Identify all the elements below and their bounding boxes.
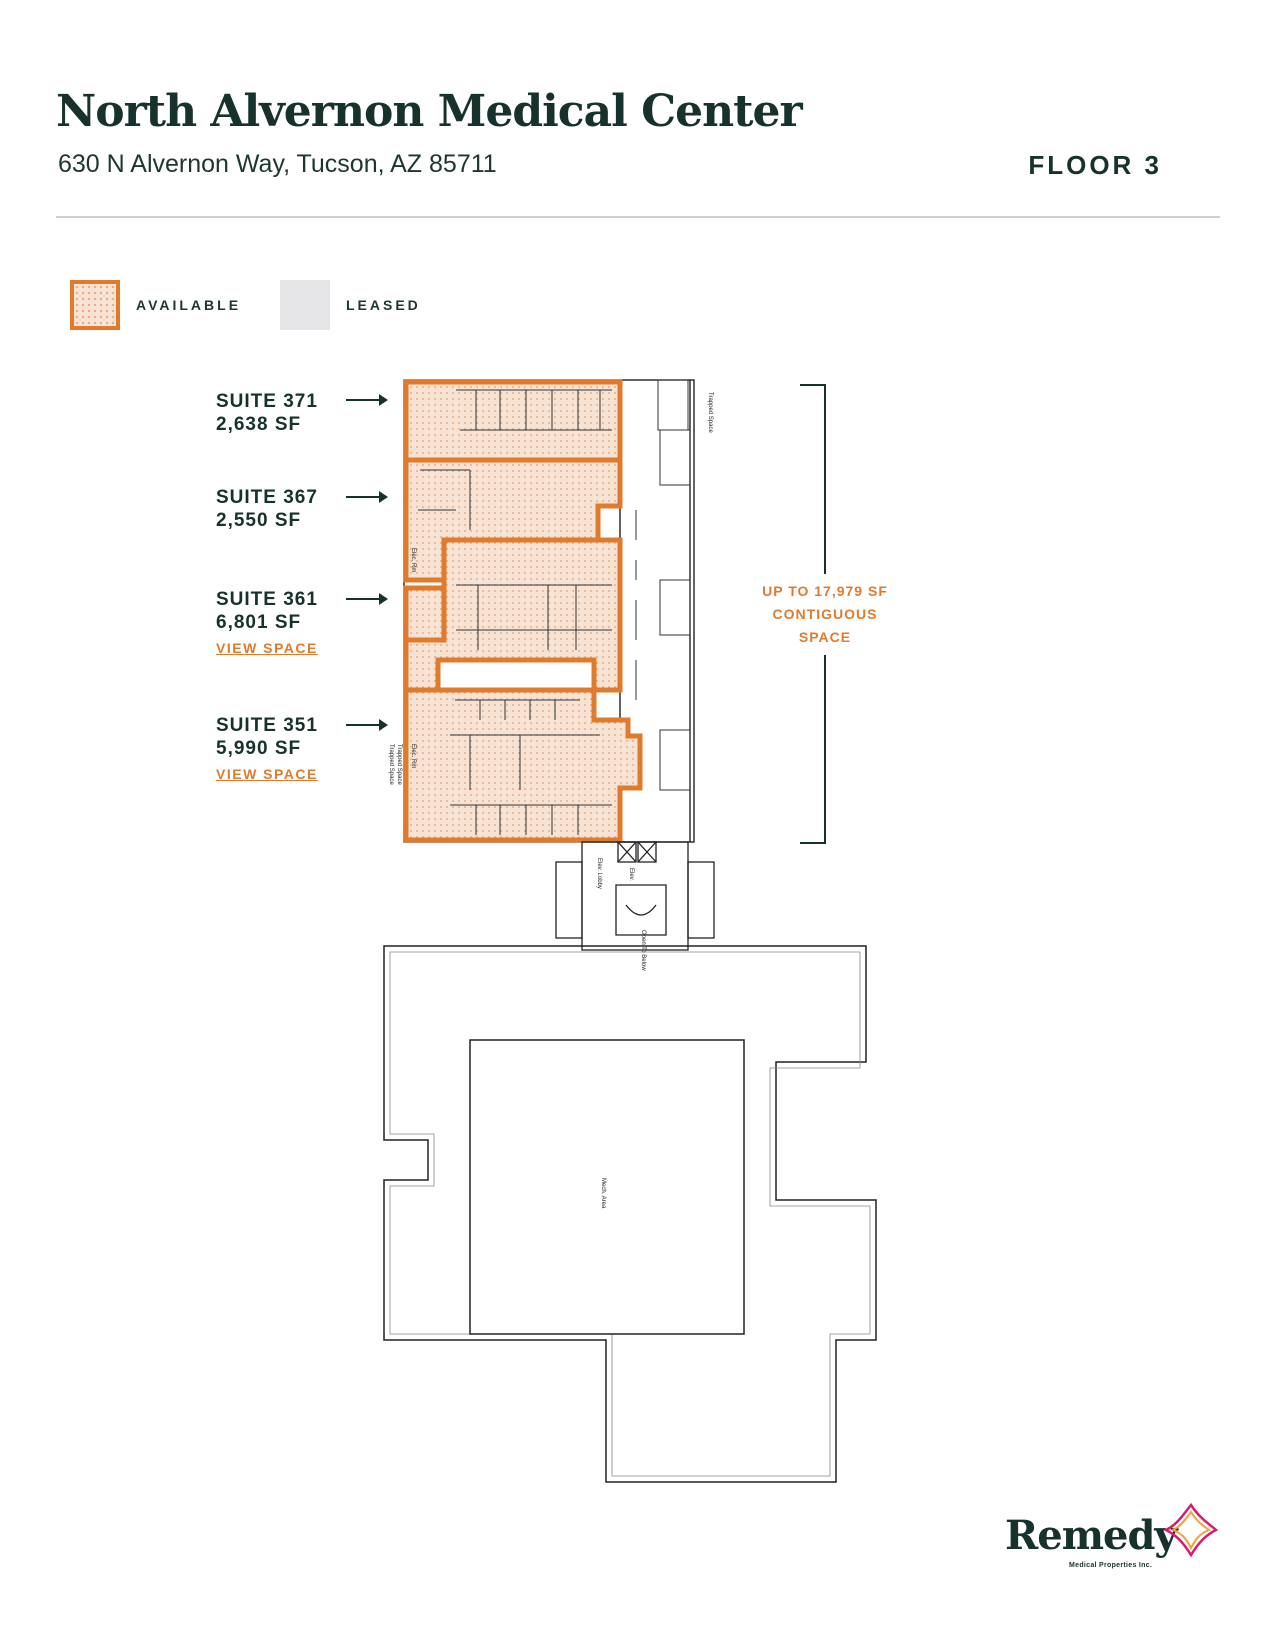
legend-available-label: AVAILABLE bbox=[136, 297, 242, 313]
open-to-below-label: Open To Below bbox=[640, 930, 646, 971]
logo-subtitle: Medical Properties Inc. bbox=[1069, 1562, 1153, 1569]
legend-available-swatch bbox=[70, 280, 120, 330]
elev-lobby-label: Elev. Lobby bbox=[596, 858, 602, 889]
legend-leased-swatch bbox=[280, 280, 330, 330]
remedy-logo: Remedy Medical Properties Inc. bbox=[1005, 1502, 1225, 1582]
suite-367-label: SUITE 367 2,550 SF bbox=[216, 486, 318, 532]
building-outline-lower bbox=[383, 945, 877, 1483]
elev-label: Elev. bbox=[628, 868, 634, 881]
suite-351-label: SUITE 351 5,990 SF VIEW SPACE bbox=[216, 714, 318, 784]
suite-sf: 2,550 SF bbox=[216, 510, 302, 531]
elevator-lobby bbox=[555, 841, 715, 951]
suite-name: SUITE 351 bbox=[216, 715, 318, 736]
elec-room-lower-label: Elec. Rm bbox=[410, 744, 416, 768]
suite-371-arrow bbox=[346, 394, 388, 406]
suite-371-label: SUITE 371 2,638 SF bbox=[216, 390, 318, 436]
suite-name: SUITE 371 bbox=[216, 391, 318, 412]
suite-371-area[interactable] bbox=[403, 379, 623, 463]
building-outline-lower-inner bbox=[389, 951, 871, 1477]
suite-361-label: SUITE 361 6,801 SF VIEW SPACE bbox=[216, 588, 318, 658]
suite-367-arrow bbox=[346, 491, 388, 503]
page-title: North Alvernon Medical Center bbox=[56, 86, 803, 137]
suite-name: SUITE 361 bbox=[216, 589, 318, 610]
suite-sf: 6,801 SF bbox=[216, 612, 302, 633]
suite-sf: 5,990 SF bbox=[216, 738, 302, 759]
suite-361-area[interactable] bbox=[403, 537, 623, 693]
suite-361-view-space-link[interactable]: VIEW SPACE bbox=[216, 640, 318, 656]
header-divider bbox=[56, 216, 1220, 218]
suite-361-arrow bbox=[346, 593, 388, 605]
legend-leased-label: LEASED bbox=[346, 297, 421, 313]
logo-wordmark: Remedy bbox=[1005, 1512, 1178, 1559]
suite-351-area[interactable] bbox=[403, 687, 643, 843]
logo-mark-icon bbox=[1163, 1502, 1219, 1558]
contiguous-line-2: CONTIGUOUS bbox=[772, 606, 878, 622]
suite-sf: 2,638 SF bbox=[216, 414, 302, 435]
contiguous-space-label: UP TO 17,979 SF CONTIGUOUS SPACE bbox=[745, 574, 905, 655]
interior-walls bbox=[418, 379, 691, 835]
trapped-space-lower-b-label: Trapped Space bbox=[396, 744, 402, 785]
contiguous-line-3: SPACE bbox=[798, 629, 852, 645]
mech-area-box bbox=[469, 1039, 745, 1335]
floor-label: FLOOR 3 bbox=[1028, 150, 1162, 180]
trapped-space-lower-a-label: Trapped Space bbox=[388, 744, 394, 785]
building-address: 630 N Alvernon Way, Tucson, AZ 85711 bbox=[58, 150, 497, 178]
suite-351-arrow bbox=[346, 719, 388, 731]
trapped-space-top-label: Trapped Space bbox=[707, 392, 713, 433]
mech-area-label: Mech. Area bbox=[600, 1178, 606, 1209]
suite-name: SUITE 367 bbox=[216, 487, 318, 508]
suite-351-view-space-link[interactable]: VIEW SPACE bbox=[216, 766, 318, 782]
contiguous-line-1: UP TO 17,979 SF bbox=[762, 583, 888, 599]
elec-room-upper-label: Elec. Rm bbox=[410, 548, 416, 572]
